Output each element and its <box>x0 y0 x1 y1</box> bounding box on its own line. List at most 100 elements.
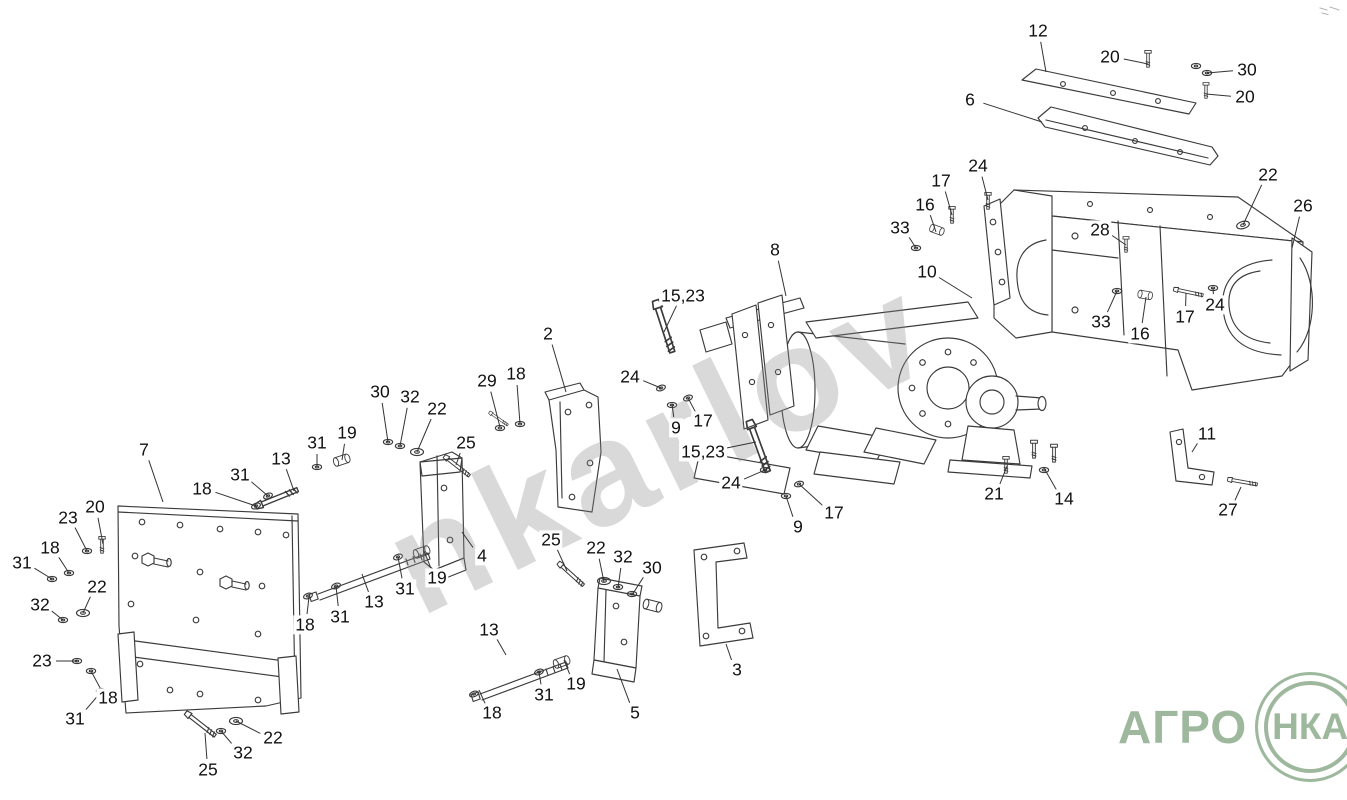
part-callout-12: 12 <box>1026 20 1050 41</box>
leader-line <box>598 558 605 583</box>
leader-line <box>58 556 70 574</box>
leader-line <box>215 491 257 507</box>
part-callout-31: 31 <box>63 708 87 729</box>
leader-line <box>725 643 732 661</box>
part-callout-2: 2 <box>541 323 555 344</box>
leader-line <box>631 576 645 596</box>
leader-line <box>785 495 794 517</box>
part-callout-18: 18 <box>96 687 120 708</box>
part-callout-22: 22 <box>584 537 608 558</box>
part-callout-23: 23 <box>56 507 80 528</box>
part-callout-13: 13 <box>269 448 293 469</box>
rotor-assembly <box>693 301 1047 495</box>
leader-line <box>743 469 766 480</box>
leader-line <box>999 465 1008 485</box>
leader-line <box>51 610 64 621</box>
part-callout-29: 29 <box>475 370 499 391</box>
leader-line <box>671 403 675 418</box>
leader-line <box>341 443 345 461</box>
bracket-3 <box>693 542 754 647</box>
part-callout-23: 23 <box>30 650 54 671</box>
leader-line <box>643 380 662 389</box>
leader-line <box>399 407 408 447</box>
part-callout-30: 30 <box>368 381 392 402</box>
part-callout-22: 22 <box>425 398 449 419</box>
leader-line <box>1040 41 1047 73</box>
corner-mark <box>1319 6 1340 16</box>
leader-line <box>306 596 310 615</box>
part-callout-19: 19 <box>564 673 588 694</box>
leader-line <box>983 102 1043 123</box>
part-callout-32: 32 <box>231 742 255 763</box>
part-callout-25: 25 <box>539 529 563 550</box>
part-callout-25: 25 <box>454 432 478 453</box>
part-callout-4: 4 <box>475 545 489 566</box>
brand-logo: АГРО НКА <box>1118 672 1347 782</box>
leader-line <box>981 176 989 201</box>
part-callout-18: 18 <box>480 702 504 723</box>
leader-line <box>663 305 677 333</box>
part-callout-8: 8 <box>768 239 782 260</box>
part-callout-17: 17 <box>929 170 953 191</box>
leader-line <box>1141 296 1147 324</box>
frame-plates-8 <box>699 294 805 430</box>
part-callout-22: 22 <box>1256 164 1280 185</box>
leader-line <box>90 670 101 689</box>
hood-weldment <box>983 189 1314 391</box>
blade-bar-6 <box>1037 106 1219 166</box>
part-callout-7: 7 <box>137 439 151 460</box>
logo-text-nka: НКА <box>1272 706 1347 747</box>
leader-line <box>496 638 507 656</box>
leader-line <box>908 236 917 249</box>
part-callout-32: 32 <box>611 546 635 567</box>
part-callout-20: 20 <box>1098 46 1122 67</box>
part-callout-16: 16 <box>913 194 937 215</box>
part-callout-24: 24 <box>719 472 743 493</box>
part-callout-24: 24 <box>966 155 990 176</box>
logo-circle: НКА <box>1255 672 1347 782</box>
part-callout-31: 31 <box>305 432 329 453</box>
side-plate-7 <box>117 505 302 715</box>
part-callout-16: 16 <box>1128 323 1152 344</box>
part-callout-17: 17 <box>1173 306 1197 327</box>
part-callout-11: 11 <box>1195 423 1219 444</box>
leader-line <box>220 730 234 746</box>
part-callout-14: 14 <box>1052 488 1076 509</box>
leader-line <box>1242 184 1263 226</box>
fasteners <box>46 49 1259 739</box>
bracket-11 <box>1169 428 1215 486</box>
part-callout-13: 13 <box>477 619 501 640</box>
part-callout-5: 5 <box>628 702 642 723</box>
part-callout-22: 22 <box>85 576 109 597</box>
part-callout-15-23: 15,23 <box>659 285 707 306</box>
part-callout-25: 25 <box>196 759 220 780</box>
leader-line <box>285 469 295 492</box>
part-callout-26: 26 <box>1291 195 1315 216</box>
part-callout-32: 32 <box>398 386 422 407</box>
bracket-4 <box>419 451 467 583</box>
leader-line <box>516 384 521 425</box>
leader-line <box>1123 58 1149 65</box>
leader-line <box>551 344 567 393</box>
leader-line <box>1111 235 1127 246</box>
part-callout-19: 19 <box>335 422 359 443</box>
part-callout-18: 18 <box>293 614 317 635</box>
part-callout-28: 28 <box>1088 219 1112 240</box>
part-callout-17: 17 <box>691 410 715 431</box>
part-callout-17: 17 <box>822 502 846 523</box>
part-callout-22: 22 <box>261 727 285 748</box>
part-callout-30: 30 <box>640 557 664 578</box>
part-callout-18: 18 <box>504 363 528 384</box>
leader-line <box>148 460 164 503</box>
part-callout-18: 18 <box>38 537 62 558</box>
part-callout-31: 31 <box>532 684 556 705</box>
part-callout-3: 3 <box>730 659 744 680</box>
part-callout-31: 31 <box>328 606 352 627</box>
part-callout-13: 13 <box>362 591 386 612</box>
part-callout-19: 19 <box>425 567 449 588</box>
leader-line <box>97 517 104 545</box>
leader-line <box>538 671 542 685</box>
leader-line <box>74 527 88 552</box>
